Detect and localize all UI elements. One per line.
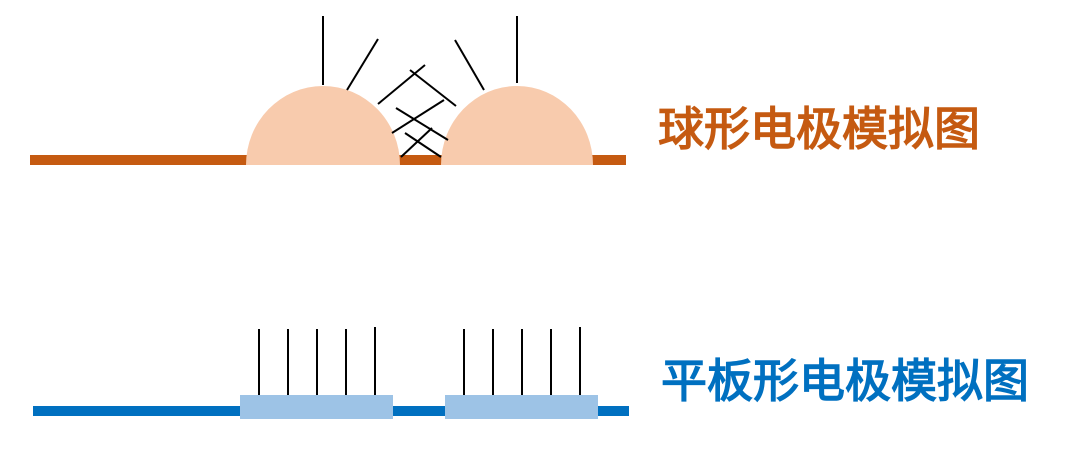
- spherical-field-lines: [322, 16, 518, 158]
- field-line: [391, 99, 445, 134]
- flat-field-lines: [258, 327, 581, 395]
- flat-electrode-label: 平板形电极模拟图: [661, 354, 1029, 408]
- field-line: [395, 107, 449, 141]
- spherical-electrode-group: [30, 16, 626, 165]
- spherical-electrode-label: 球形电极模拟图: [658, 102, 980, 156]
- spherical-electrode-right: [441, 86, 593, 165]
- field-line: [346, 38, 379, 91]
- flat-electrode-right: [445, 395, 598, 419]
- field-line: [454, 39, 485, 91]
- field-line: [400, 127, 433, 158]
- flat-electrode-left: [240, 395, 393, 419]
- field-line: [377, 64, 426, 105]
- flat-electrode-group: [33, 327, 629, 419]
- spherical-electrode-left: [246, 86, 400, 165]
- field-line: [409, 69, 457, 107]
- field-line: [404, 132, 442, 158]
